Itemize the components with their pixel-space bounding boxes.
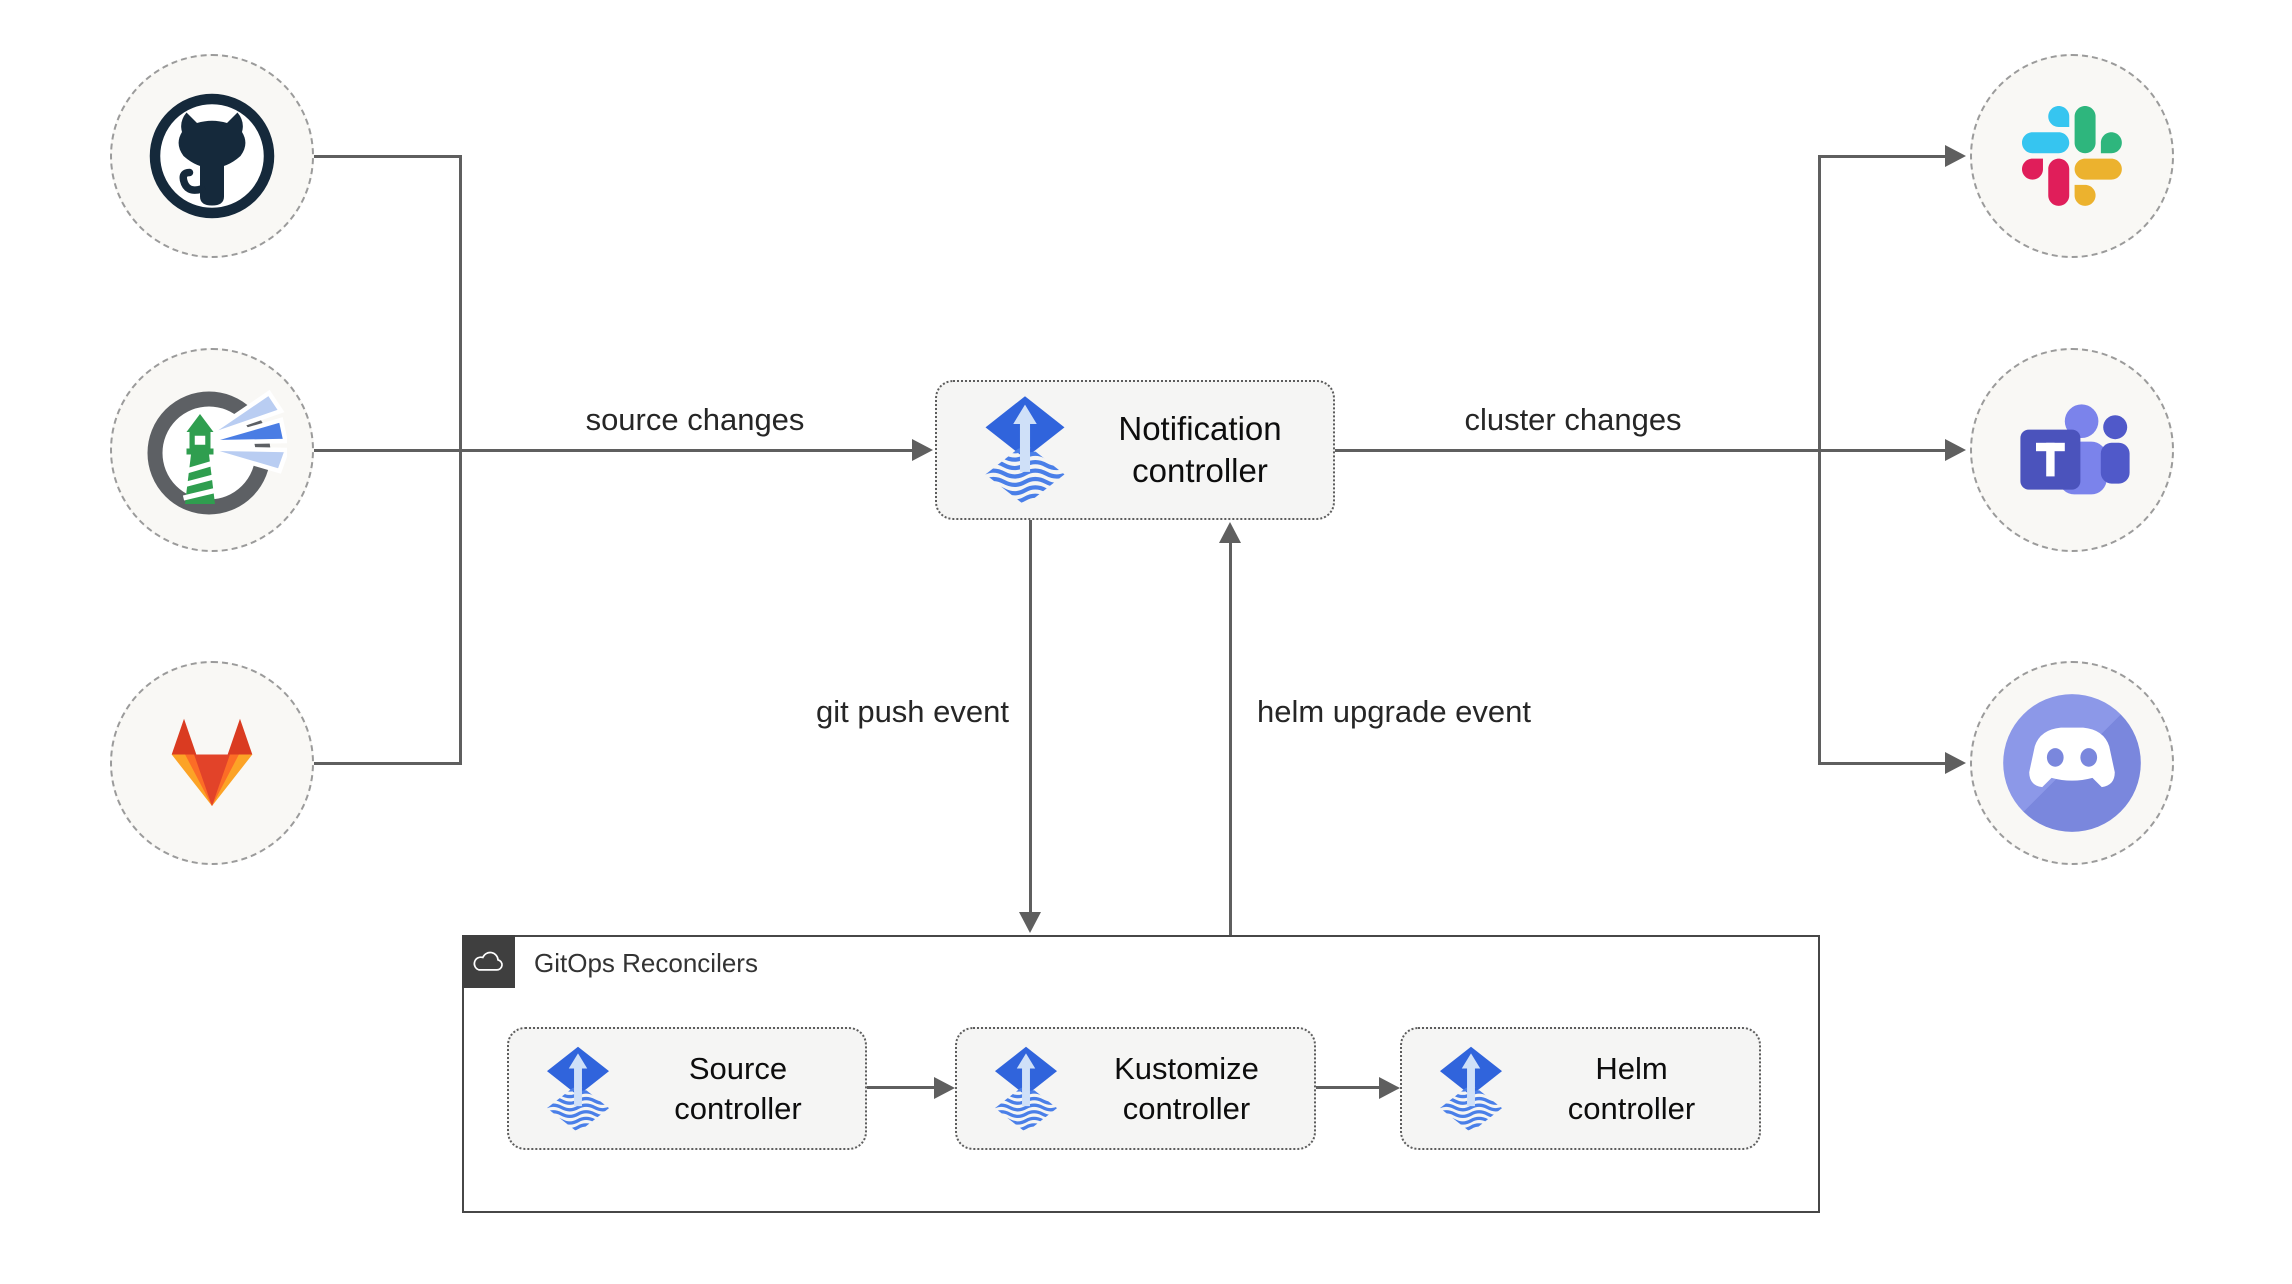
node-discord [1970,661,2174,865]
arrowhead-into-notification [912,439,933,461]
edge-label-cluster-changes: cluster changes [1464,402,1682,437]
source-controller-label: Source controller [611,1049,865,1128]
helm-controller-label: Helm controller [1504,1049,1759,1128]
arrowhead-into-notification-bottom [1219,522,1241,543]
connector-sources-to-notification [314,448,912,452]
flux-icon [1438,1045,1504,1133]
edge-label-git-push-event: git push event [815,694,1009,729]
edge-label-helm-upgrade-event: helm upgrade event [1257,694,1532,729]
harbor-icon [137,375,287,525]
label-line1: Notification [1118,409,1282,447]
flux-icon [993,1045,1059,1133]
arrowhead-into-teams [1945,439,1966,461]
label-line2: controller [674,1090,802,1126]
label-line1: Source [688,1050,788,1086]
connector-gitlab-bus [314,761,460,765]
connector-source-to-kustomize [867,1086,935,1089]
flux-icon [983,394,1067,506]
arrowhead-into-discord [1945,752,1966,774]
connector-to-teams [1819,448,1946,452]
slack-icon [2022,106,2122,206]
label-line1: Helm [1595,1050,1668,1086]
teams-icon [2006,390,2138,510]
node-teams [1970,348,2174,552]
kustomize-controller-box: Kustomize controller [955,1027,1316,1150]
arrowhead-into-slack [1945,145,1966,167]
connector-right-bus [1817,154,1821,765]
node-gitlab [110,661,314,865]
connector-github-bus [314,154,460,158]
notification-controller-label: Notification controller [1067,408,1333,492]
cloud-icon [471,950,507,974]
node-slack [1970,54,2174,258]
source-controller-box: Source controller [507,1027,867,1150]
kustomize-controller-label: Kustomize controller [1059,1049,1314,1128]
connector-git-push [1028,520,1032,914]
node-harbor [110,348,314,552]
arrowhead-into-reconcilers [1019,912,1041,933]
flux-icon [545,1045,611,1133]
label-line1: Kustomize [1114,1050,1259,1086]
helm-controller-box: Helm controller [1400,1027,1761,1150]
connector-to-discord [1819,761,1946,765]
github-icon [137,81,287,231]
label-line2: controller [1567,1090,1696,1126]
discord-icon [1979,670,2165,856]
gitops-badge [462,935,515,988]
label-line2: controller [1122,1090,1251,1126]
label-line2: controller [1132,452,1268,489]
notification-controller-box: Notification controller [935,380,1335,520]
connector-helm-upgrade [1228,543,1232,937]
arrowhead-into-helm [1379,1076,1400,1099]
connector-notification-to-bus [1335,448,1819,452]
connector-to-slack [1819,154,1946,158]
node-github [110,54,314,258]
arrowhead-into-kustomize [934,1076,955,1099]
edge-label-source-changes: source changes [585,402,805,437]
gitops-title: GitOps Reconcilers [534,948,758,978]
connector-left-bus [458,154,462,765]
gitlab-icon [156,712,268,815]
connector-kustomize-to-helm [1316,1086,1380,1089]
